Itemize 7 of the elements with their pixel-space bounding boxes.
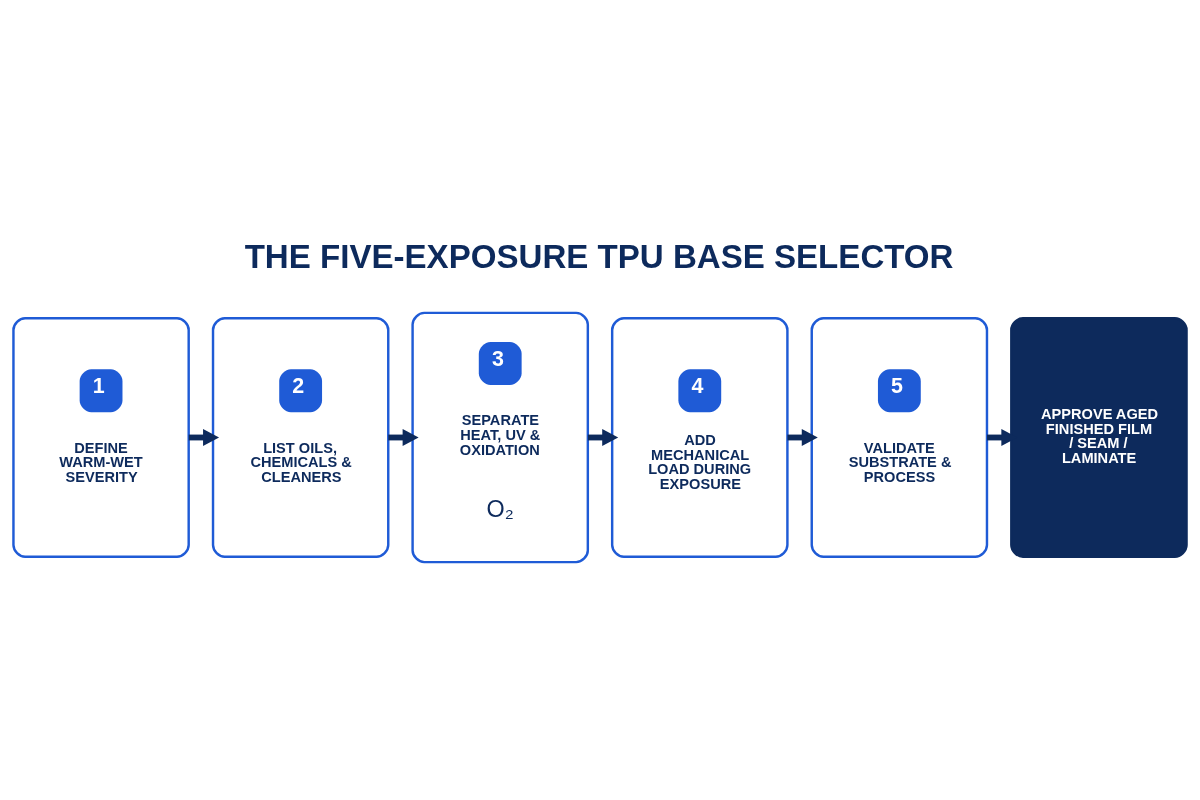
node-box: 3 SEPARATE HEAT, UV & OXIDATION O₂ (411, 311, 590, 563)
node-box: 4 ADD MECHANICAL LOAD DURING EXPOSURE (610, 316, 789, 558)
node-box: 5 VALIDATE SUBSTRATE & PROCESS (810, 316, 989, 558)
diagram-title: THE FIVE-EXPOSURE TPU BASE SELECTOR (244, 237, 954, 275)
node-box: 1 DEFINE WARM-WET SEVERITY (12, 316, 190, 558)
node-box: APPROVE AGED FINISHED FILM / SEAM / LAMINATE (1010, 316, 1188, 558)
node-box: 2 LIST OILS, CHEMICALS & CLEANERS (211, 316, 390, 558)
